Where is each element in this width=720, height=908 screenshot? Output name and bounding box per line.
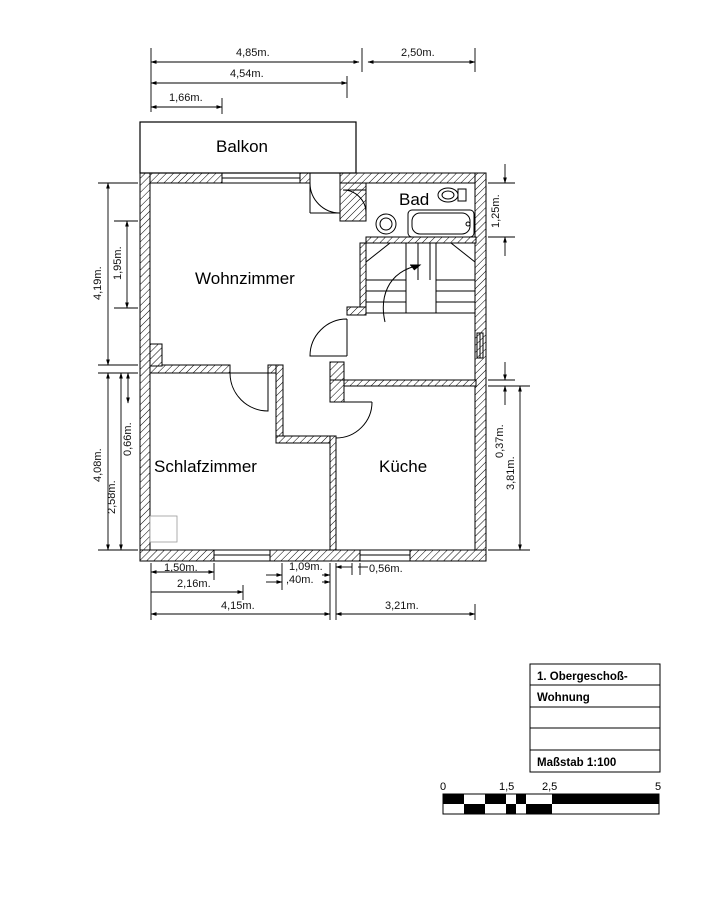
wall-kitchen-top — [335, 379, 477, 387]
dim-bottom-321: 3,21m. — [385, 600, 419, 612]
room-label-kueche: Küche — [379, 457, 427, 476]
dim-bottom-140: ,40m. — [286, 574, 314, 586]
dim-left-258: 2,58m. — [106, 480, 118, 514]
scale-tick-15: 1,5 — [499, 781, 514, 793]
door-balcony — [309, 182, 341, 214]
title-line-2: Wohnung — [537, 692, 590, 704]
dim-bottom-415: 4,15m. — [221, 600, 255, 612]
dim-top-250: 2,50m. — [401, 47, 435, 59]
wall-hall-kitchen — [329, 361, 345, 381]
dim-left-195: 1,95m. — [112, 246, 124, 280]
wall-right — [474, 172, 487, 562]
scale-tick-0: 0 — [440, 781, 446, 793]
door-kitchen — [335, 401, 373, 439]
wall-kitchen-stub — [329, 379, 345, 403]
wall-top-right — [339, 172, 487, 184]
title-line-1: 1. Obergeschoß- — [537, 671, 628, 683]
dim-left-408: 4,08m. — [92, 448, 104, 482]
wall-left — [139, 172, 151, 562]
wall-living-bedroom — [149, 364, 231, 374]
wall-stair-west — [359, 242, 367, 314]
wall-top-left — [139, 172, 223, 184]
wall-bedroom-kitchen — [329, 435, 337, 551]
wall-bedroom-east — [275, 364, 284, 444]
dim-right-037: 0,37m. — [494, 424, 506, 458]
dim-left-066: 0,66m. — [122, 422, 134, 456]
title-block — [529, 663, 661, 773]
door-living-hall — [309, 318, 348, 357]
dim-right-381: 3,81m. — [505, 456, 517, 490]
dim-top-166: 1,66m. — [169, 92, 203, 104]
walls — [139, 172, 487, 562]
wall-bath-west — [339, 182, 367, 222]
dim-top-454: 4,54m. — [230, 68, 264, 80]
room-label-wohnzimmer: Wohnzimmer — [195, 269, 295, 288]
dim-left-419: 4,19m. — [92, 266, 104, 300]
wall-bottom-right — [409, 549, 487, 562]
scale-tick-5: 5 — [655, 781, 661, 793]
door-bath — [342, 189, 367, 214]
balcony — [139, 121, 357, 174]
room-label-schlafzimmer: Schlafzimmer — [154, 457, 257, 476]
dim-bottom-056: 0,56m. — [369, 563, 403, 575]
wall-stub-left — [149, 343, 163, 367]
room-label-balkon: Balkon — [216, 137, 268, 156]
scale-tick-25: 2,5 — [542, 781, 557, 793]
dim-bottom-216: 2,16m. — [177, 578, 211, 590]
wall-top-mid — [299, 172, 311, 184]
wall-bedroom-south — [275, 435, 335, 444]
dim-bottom-150: 1,50m. — [164, 562, 198, 574]
dim-bottom-109: 1,09m. — [289, 561, 323, 573]
wall-bath-south — [365, 236, 477, 244]
wall-stair-jog — [346, 306, 367, 316]
wardrobe-marker — [149, 515, 178, 543]
wall-bottom-left — [139, 549, 215, 562]
room-label-bad: Bad — [399, 190, 429, 209]
dimension-lines — [98, 48, 530, 620]
doors — [229, 182, 373, 439]
dim-right-125: 1,25m. — [490, 194, 502, 228]
scale-bar — [442, 793, 660, 815]
staircase — [365, 242, 476, 323]
title-scale: Maßstab 1:100 — [537, 757, 616, 769]
dim-top-485: 4,85m. — [236, 47, 270, 59]
bath-fixtures — [375, 187, 475, 238]
door-bedroom — [229, 372, 269, 412]
wall-bottom-mid — [269, 549, 361, 562]
